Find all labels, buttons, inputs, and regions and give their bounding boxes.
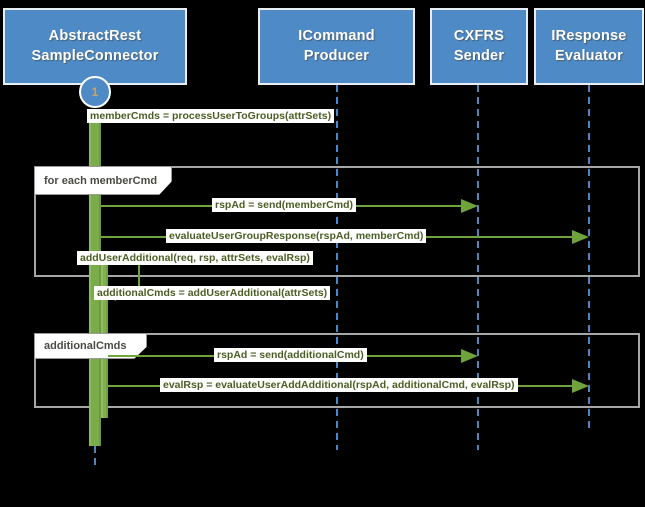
participant-cxfrs-sender: CXFRS Sender (430, 8, 528, 85)
arrowhead-right-icon (461, 349, 478, 363)
lifeline-iresponse-evaluator (588, 85, 590, 432)
frame-label-text: additionalCmds (44, 340, 127, 352)
arrowhead-right-icon (572, 230, 589, 244)
message-label-send-membercmd: rspAd = send(memberCmd) (212, 198, 356, 213)
participant-name-line: ICommand (298, 28, 375, 45)
step-badge-number: 1 (91, 85, 99, 99)
message-label-evaluate-user-group-response: evaluateUserGroupResponse(rspAd, memberC… (166, 229, 427, 244)
step-badge: 1 (79, 76, 111, 108)
frame-label-additionalcmds: additionalCmds (34, 333, 147, 359)
participant-iresponse-evaluator: IResponse Evaluator (534, 8, 644, 85)
frame-label-for-each-membercmd: for each memberCmd (34, 166, 172, 195)
activation-bar-main (89, 118, 101, 446)
participant-name-line: Sender (453, 47, 505, 64)
message-label-evaluate-user-add-additional: evalRsp = evaluateUserAddAdditional(rspA… (160, 378, 518, 393)
participant-icommand-producer: ICommand Producer (258, 8, 415, 85)
message-label-send-additionalcmd: rspAd = send(additionalCmd) (214, 348, 367, 363)
lifeline-cxfrs-sender (477, 85, 479, 450)
participant-name-line: CXFRS (453, 28, 505, 45)
frame-label-text: for each memberCmd (44, 174, 158, 187)
message-label-add-user-additional-call: addUserAdditional(req, rsp, attrSets, ev… (77, 251, 313, 266)
message-label-process-user-to-groups: memberCmds = processUserToGroups(attrSet… (87, 109, 335, 124)
loop-frame-additional-cmds (34, 333, 640, 408)
participant-name-line: Producer (303, 47, 370, 64)
loop-frame-member-cmd (34, 166, 640, 277)
arrowhead-right-icon (572, 379, 589, 393)
lifeline-icommand-producer (336, 85, 338, 450)
arrowhead-right-icon (461, 199, 478, 213)
participant-name-line: AbstractRest (48, 28, 142, 45)
participant-name-line: Evaluator (555, 47, 623, 64)
lifeline-connector-bottom (94, 446, 96, 465)
participant-name-line: SampleConnector (31, 47, 159, 64)
participant-name-line: IResponse (551, 28, 627, 45)
message-label-additionalcmds-add-user-additional: additionalCmds = addUserAdditional(attrS… (94, 286, 331, 301)
self-message-connector-line (138, 265, 140, 294)
participant-abstractrest-sampleconnector: AbstractRest SampleConnector (3, 8, 187, 85)
